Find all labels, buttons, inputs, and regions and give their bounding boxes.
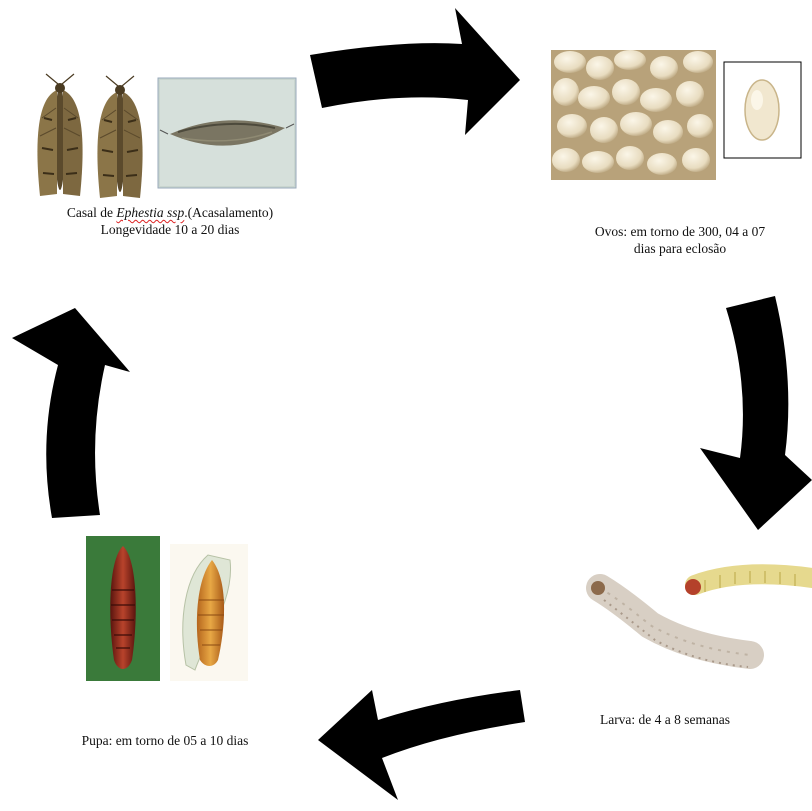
adult-caption-line1: Casal de Ephestia ssp.(Acasalamento) bbox=[30, 204, 310, 221]
moth-icon bbox=[97, 76, 142, 198]
arrow-larva-to-pupa bbox=[318, 690, 525, 800]
moth-icon bbox=[37, 74, 82, 196]
adult-caption-suffix: .(Acasalamento) bbox=[184, 205, 273, 220]
adult-caption-prefix: Casal de bbox=[67, 205, 117, 220]
pupa-cocoon-photo bbox=[170, 544, 248, 681]
larva-caption-line1: Larva: de 4 a 8 semanas bbox=[565, 711, 765, 728]
adult-caption: Casal de Ephestia ssp.(Acasalamento) Lon… bbox=[30, 204, 310, 238]
eggs-photo bbox=[551, 50, 716, 180]
adult-caption-line2: Longevidade 10 a 20 dias bbox=[30, 221, 310, 238]
arrow-pupa-to-adult bbox=[12, 308, 130, 518]
arrow-eggs-to-larva bbox=[700, 296, 812, 530]
pupa-caption-line1: Pupa: em torno de 05 a 10 dias bbox=[40, 732, 290, 749]
pupa-photo bbox=[86, 536, 160, 681]
larva-icon bbox=[685, 571, 812, 595]
larva-icon bbox=[591, 581, 750, 667]
eggs-caption-line2: dias para eclosão bbox=[550, 240, 810, 257]
larva-caption: Larva: de 4 a 8 semanas bbox=[565, 711, 765, 728]
eggs-caption-line1: Ovos: em torno de 300, 04 a 07 bbox=[550, 223, 810, 240]
single-egg-photo bbox=[724, 62, 801, 158]
eggs-caption: Ovos: em torno de 300, 04 a 07 dias para… bbox=[550, 223, 810, 257]
pupa-caption: Pupa: em torno de 05 a 10 dias bbox=[40, 732, 290, 749]
arrow-adult-to-eggs bbox=[310, 8, 520, 135]
moth-photo bbox=[158, 78, 296, 188]
species-name: Ephestia ssp bbox=[116, 205, 184, 220]
